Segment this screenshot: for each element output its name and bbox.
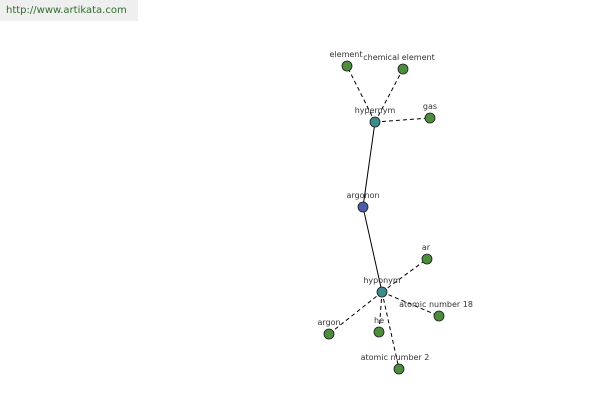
edge-hyponym-to-he	[378, 291, 383, 333]
node-label-hypernym: hypernym	[355, 106, 396, 115]
edge-hyponym-to-atomic-number-18	[381, 291, 440, 317]
node-he[interactable]: he	[373, 316, 385, 338]
node-dot-argon[interactable]	[323, 328, 335, 340]
node-chemical-element[interactable]: chemical element	[363, 53, 435, 75]
node-dot-hypernym[interactable]	[369, 116, 381, 128]
node-label-atomic-number-2: atomic number 2	[361, 353, 430, 362]
node-label-he: he	[374, 316, 384, 325]
node-gas[interactable]: gas	[423, 102, 437, 124]
edges-layer	[328, 65, 440, 370]
node-label-atomic-number-18: atomic number 18	[399, 300, 473, 309]
node-element[interactable]: element	[330, 50, 363, 72]
edge-hypernym-to-gas	[374, 117, 431, 123]
node-argonon[interactable]: argonon	[346, 191, 380, 213]
node-label-argonon: argonon	[346, 191, 379, 200]
node-hypernym[interactable]: hypernym	[355, 106, 396, 128]
edge-hypernym-to-chemical-element	[374, 68, 404, 123]
node-atomic-number-18[interactable]: atomic number 18	[399, 300, 473, 322]
node-label-hyponym: hyponym	[363, 276, 401, 285]
node-label-gas: gas	[423, 102, 437, 111]
edge-hyponym-to-argon	[328, 291, 383, 335]
node-dot-hyponym[interactable]	[376, 286, 388, 298]
edge-argonon-to-hypernym	[362, 121, 376, 208]
node-label-chemical-element: chemical element	[363, 53, 434, 62]
edge-hypernym-to-element	[346, 65, 376, 123]
node-dot-argonon[interactable]	[357, 201, 369, 213]
node-atomic-number-2[interactable]: atomic number 2	[361, 353, 430, 375]
node-dot-he[interactable]	[373, 326, 385, 338]
node-ar[interactable]: ar	[421, 243, 433, 265]
node-dot-chemical-element[interactable]	[397, 63, 409, 75]
node-dot-gas[interactable]	[424, 112, 436, 124]
site-url-banner[interactable]: http://www.artikata.com	[0, 0, 138, 21]
edge-hyponym-to-atomic-number-2	[381, 291, 400, 370]
node-dot-atomic-number-2[interactable]	[393, 363, 405, 375]
edge-argonon-to-hyponym	[362, 206, 383, 293]
node-dot-element[interactable]	[341, 60, 353, 72]
node-label-ar: ar	[422, 243, 431, 252]
node-label-element: element	[330, 50, 363, 59]
node-dot-ar[interactable]	[421, 253, 433, 265]
node-argon[interactable]: argon	[317, 318, 341, 340]
node-label-argon: argon	[317, 318, 340, 327]
edge-hyponym-to-ar	[381, 258, 428, 293]
node-dot-atomic-number-18[interactable]	[433, 310, 445, 322]
node-hyponym[interactable]: hyponym	[363, 276, 401, 298]
